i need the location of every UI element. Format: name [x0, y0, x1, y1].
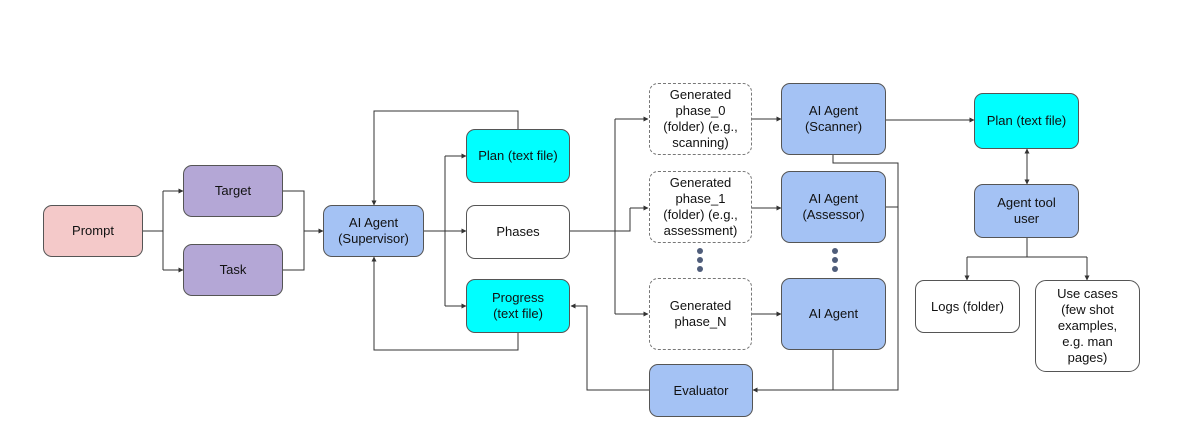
- edge-plan-to-supervisor: [371, 110, 519, 206]
- logs-folder-node: Logs (folder): [915, 280, 1020, 333]
- edge-supervisor-split: [424, 156, 446, 306]
- edge-prompt-split: [142, 191, 164, 270]
- use-cases-node: Use cases (few shot examples, e.g. man p…: [1035, 280, 1140, 372]
- ellipsis-dot: [697, 248, 703, 254]
- edge-phases-split: [570, 119, 631, 314]
- plan-text-file-node: Plan (text file): [466, 129, 570, 183]
- task-node: Task: [183, 244, 283, 296]
- edge-progress-to-supervisor: [371, 256, 519, 351]
- progress-text-file-node: Progress (text file): [466, 279, 570, 333]
- generated-phase-0-node: Generated phase_0 (folder) (e.g., scanni…: [649, 83, 752, 155]
- ellipsis-dot: [832, 266, 838, 272]
- ellipsis-dot: [697, 266, 703, 272]
- plan-text-file-right-node: Plan (text file): [974, 93, 1079, 149]
- agent-tool-user-node: Agent tool user: [974, 184, 1079, 238]
- ellipsis-dot: [832, 248, 838, 254]
- edge-evaluator-to-progress: [570, 303, 649, 391]
- ellipsis-dot: [832, 257, 838, 263]
- scanner-agent-node: AI Agent (Scanner): [781, 83, 886, 155]
- edge-agents-to-evaluator: [753, 155, 899, 390]
- evaluator-node: Evaluator: [649, 364, 753, 417]
- edge-tooluser-split: [967, 238, 1087, 258]
- ai-agent-node: AI Agent: [781, 278, 886, 350]
- assessor-agent-node: AI Agent (Assessor): [781, 171, 886, 243]
- supervisor-agent-node: AI Agent (Supervisor): [323, 205, 424, 257]
- generated-phase-1-node: Generated phase_1 (folder) (e.g., assess…: [649, 171, 752, 243]
- edge-target-task-merge: [283, 190, 305, 271]
- prompt-node: Prompt: [43, 205, 143, 257]
- target-node: Target: [183, 165, 283, 217]
- phases-node: Phases: [466, 205, 570, 259]
- generated-phase-n-node: Generated phase_N: [649, 278, 752, 350]
- ellipsis-dot: [697, 257, 703, 263]
